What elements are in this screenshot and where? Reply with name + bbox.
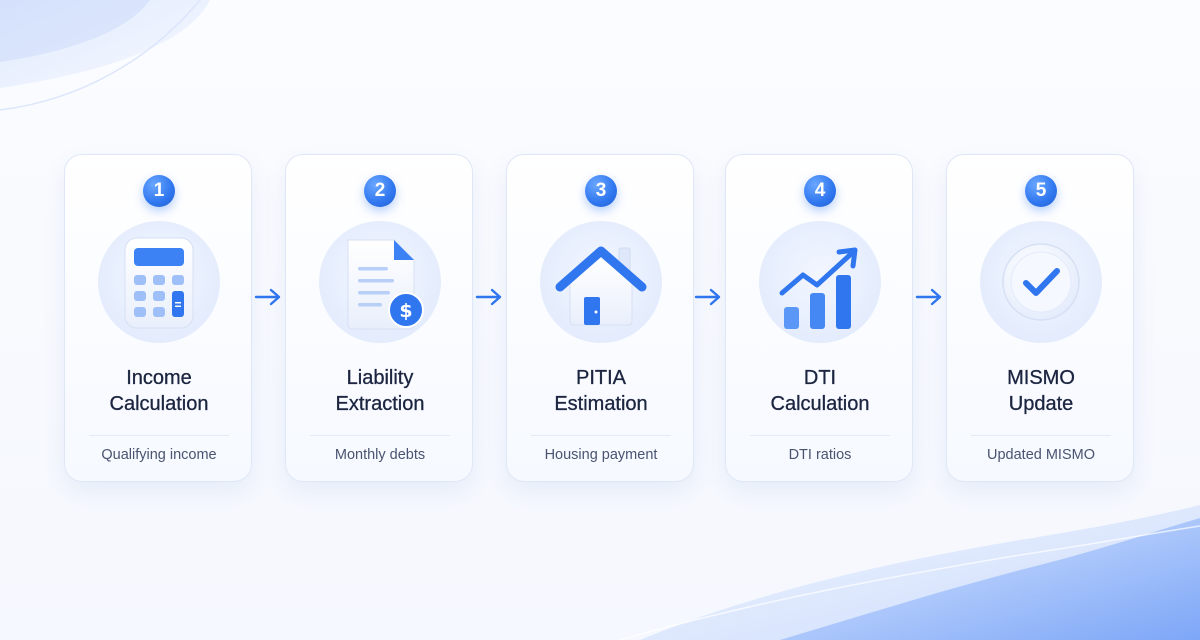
arrow-right-icon bbox=[915, 288, 942, 306]
step-output: DTI ratios bbox=[788, 447, 852, 463]
step-title: MISMO Update bbox=[1007, 367, 1075, 415]
step-output: Qualifying income bbox=[101, 447, 217, 463]
divider bbox=[971, 435, 1111, 436]
svg-text:$: $ bbox=[399, 300, 412, 322]
document-dollar-icon: $ bbox=[347, 239, 424, 330]
icon-halo bbox=[980, 221, 1102, 343]
step-output: Monthly debts bbox=[334, 447, 426, 463]
divider bbox=[89, 435, 229, 436]
icon-halo bbox=[98, 221, 220, 343]
step-number-badge: 4 bbox=[804, 175, 836, 207]
step-output: Updated MISMO bbox=[987, 447, 1095, 463]
divider bbox=[750, 435, 890, 436]
step-number-badge: 2 bbox=[364, 175, 396, 207]
divider bbox=[310, 435, 450, 436]
step-card-dti-calculation: 4 DTI Calculation DTI ratios bbox=[725, 154, 913, 482]
step-card-income-calculation: 1 Income bbox=[64, 154, 252, 482]
step-title: DTI Calculation bbox=[770, 367, 870, 415]
icon-halo bbox=[759, 221, 881, 343]
icon-halo: $ bbox=[319, 221, 441, 343]
step-number-badge: 1 bbox=[143, 175, 175, 207]
step-title: Liability Extraction bbox=[335, 367, 425, 415]
arrow-right-icon bbox=[475, 288, 502, 306]
checkmark-icon bbox=[1002, 243, 1080, 321]
step-card-mismo-update: 5 MISMO Update Updated MISMO bbox=[946, 154, 1134, 482]
step-number-badge: 3 bbox=[585, 175, 617, 207]
step-title: PITIA Estimation bbox=[554, 367, 648, 415]
divider bbox=[531, 435, 671, 436]
house-icon bbox=[555, 246, 647, 326]
step-card-liability-extraction: 2 $ Liability Extraction Monthly d bbox=[285, 154, 473, 482]
arrow-right-icon bbox=[694, 288, 721, 306]
icon-halo bbox=[540, 221, 662, 343]
step-card-pitia-estimation: 3 PITIA Estimation Housing payment bbox=[506, 154, 694, 482]
step-title: Income Calculation bbox=[109, 367, 209, 415]
step-output: Housing payment bbox=[544, 447, 658, 463]
arrow-right-icon bbox=[254, 288, 281, 306]
bar-chart-trend-icon bbox=[779, 247, 858, 329]
step-number-badge: 5 bbox=[1025, 175, 1057, 207]
calculator-icon bbox=[124, 237, 194, 329]
